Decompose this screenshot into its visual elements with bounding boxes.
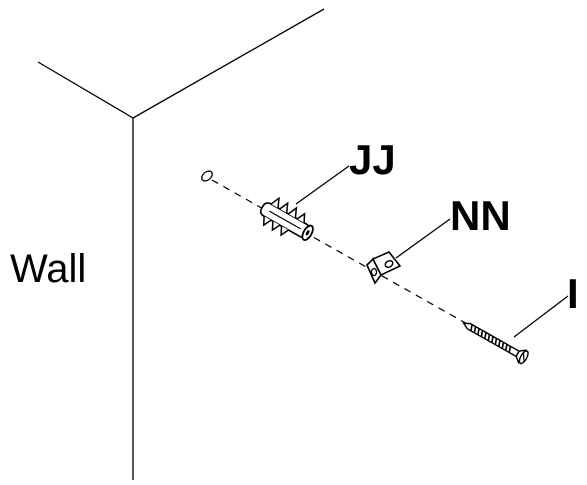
wall-label: Wall: [10, 247, 86, 291]
anchor-leader-line: [295, 165, 350, 205]
bracket-leader-line: [395, 218, 451, 259]
drill-hole-icon: [201, 170, 213, 182]
wall-top-left-edge: [37, 61, 134, 119]
screw-label: I: [567, 270, 579, 317]
anchor-label: JJ: [349, 136, 396, 183]
wall-anchor-icon: [259, 196, 314, 241]
wall-top-right-edge: [132, 8, 325, 119]
bracket-label: NN: [450, 192, 511, 239]
l-bracket-icon: [366, 251, 402, 285]
screw-leader-line: [513, 295, 569, 338]
wall-corner: [37, 8, 325, 480]
wood-screw-icon: [462, 322, 529, 365]
